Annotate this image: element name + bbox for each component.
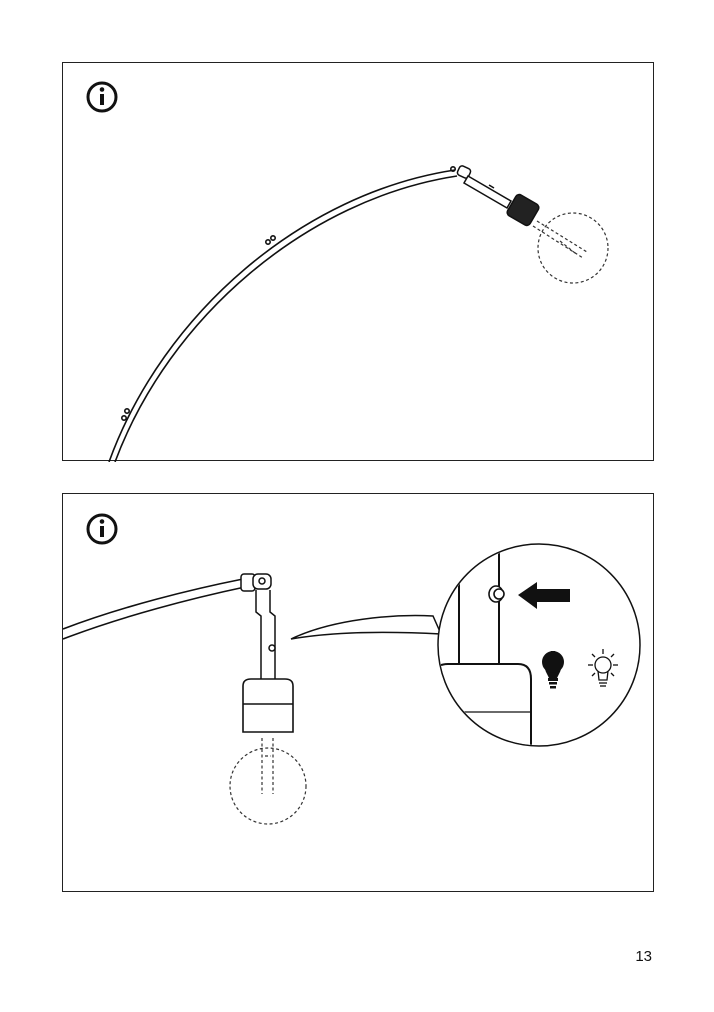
lamp-arm: [63, 578, 246, 640]
instruction-panel-2: [62, 493, 654, 892]
lamp-head: [456, 165, 540, 227]
arrow-left-icon: [518, 582, 570, 609]
switch-button: [488, 585, 505, 603]
lamp-joint: [240, 573, 272, 592]
lamp-switch-illustration: [63, 513, 641, 825]
detail-callout: [290, 543, 641, 747]
page-number: 13: [635, 948, 652, 965]
instruction-panel-1: [62, 62, 654, 462]
bulb-outline: [229, 738, 307, 825]
bulb-on-icon: [588, 649, 618, 687]
bulb-off-icon: [542, 651, 564, 689]
bulb-outline: [532, 212, 609, 284]
info-icon: [86, 513, 118, 545]
lamp-tube: [255, 590, 276, 682]
lamp-shade: [242, 678, 294, 733]
arc-lamp-illustration: [86, 81, 609, 462]
lamp-arm: [108, 166, 458, 462]
info-icon: [86, 81, 118, 113]
